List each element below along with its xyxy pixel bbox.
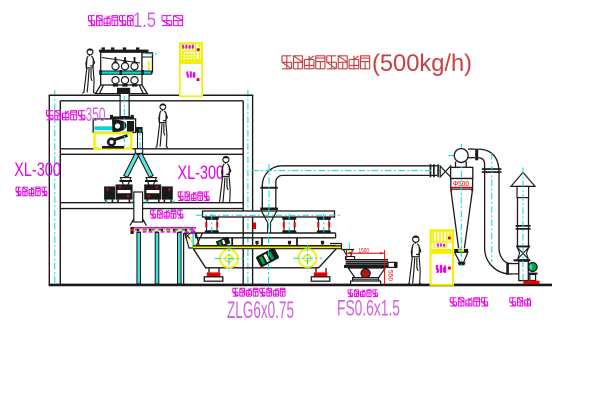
svg-text:XL-300: XL-300	[14, 160, 61, 181]
svg-text:ZLG6x0.75: ZLG6x0.75	[227, 297, 294, 324]
svg-text:XL-300: XL-300	[178, 163, 225, 184]
svg-text:(500kg/h): (500kg/h)	[372, 50, 472, 77]
svg-text:350: 350	[86, 105, 106, 126]
svg-text:FS0.6x1.5: FS0.6x1.5	[337, 296, 400, 321]
svg-text:1500: 1500	[359, 248, 370, 254]
svg-text:550: 550	[387, 270, 394, 281]
svg-text:1.5: 1.5	[133, 9, 156, 32]
